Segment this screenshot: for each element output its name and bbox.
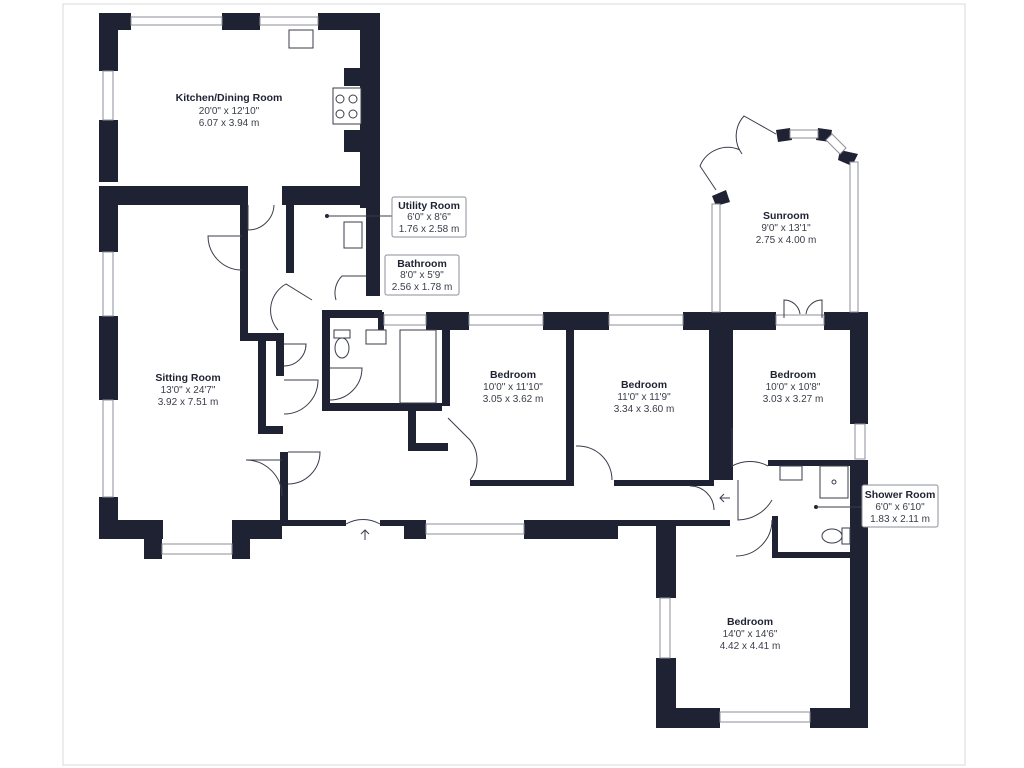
shower-room-metric: 1.83 x 2.11 m bbox=[870, 514, 930, 525]
sink-icon bbox=[288, 29, 314, 49]
sunroom-doors bbox=[699, 115, 823, 318]
hob-icon bbox=[332, 87, 362, 125]
bedroom-2-label: Bedroom bbox=[621, 379, 667, 391]
shower-drain-icon bbox=[831, 479, 837, 485]
entrance-arrow-icon bbox=[360, 529, 370, 540]
kitchen-metric: 6.07 x 3.94 m bbox=[199, 118, 260, 129]
sunroom-walls bbox=[712, 128, 858, 206]
bedroom-3-imperial: 10'0" x 10'8" bbox=[766, 382, 821, 393]
sitting-room-windows bbox=[102, 251, 233, 555]
bedroom-4-metric: 4.42 x 4.41 m bbox=[720, 641, 781, 652]
bedroom-2-metric: 3.34 x 3.60 m bbox=[614, 404, 675, 415]
hallway-walls bbox=[280, 452, 730, 539]
bedroom-4-imperial: 14'0" x 14'6" bbox=[723, 629, 778, 640]
shower-room-walls bbox=[768, 460, 868, 558]
sink-icon bbox=[779, 465, 803, 481]
bedroom-1-imperial: 10'0" x 11'10" bbox=[483, 382, 543, 393]
sitting-room-imperial: 13'0" x 24'7" bbox=[161, 385, 216, 396]
utility-room-label: Utility Room bbox=[398, 200, 460, 212]
kitchen-windows bbox=[102, 16, 319, 121]
bedroom-1-label: Bedroom bbox=[490, 369, 536, 381]
bedroom-3-label: Bedroom bbox=[770, 369, 816, 381]
bedroom-1-metric: 3.05 x 3.62 m bbox=[483, 394, 544, 405]
shower-room-imperial: 6'0" x 6'10" bbox=[875, 502, 925, 513]
bathroom-imperial: 8'0" x 5'9" bbox=[400, 270, 444, 281]
shower-room-arrow-icon bbox=[719, 493, 730, 503]
main-bedroom-windows bbox=[659, 597, 811, 723]
plan-border bbox=[62, 3, 966, 766]
sunroom-windows bbox=[711, 129, 859, 313]
main-bedroom-walls bbox=[656, 526, 868, 728]
bedroom-row-walls bbox=[442, 312, 868, 486]
sitting-room-metric: 3.92 x 7.51 m bbox=[158, 397, 219, 408]
kitchen-label: Kitchen/Dining Room bbox=[176, 92, 283, 104]
bathroom-window bbox=[383, 314, 427, 326]
sitting-room-walls bbox=[99, 205, 284, 559]
utility-room-imperial: 6'0" x 8'6" bbox=[407, 212, 451, 223]
bedroom-2-imperial: 11'0" x 11'9" bbox=[617, 392, 671, 403]
utility-room-callout: Utility Room 6'0" x 8'6" 1.76 x 2.58 m bbox=[325, 196, 467, 238]
sunroom-imperial: 9'0" x 13'1" bbox=[761, 223, 811, 234]
bedroom-3-metric: 3.03 x 3.27 m bbox=[763, 394, 824, 405]
shower-room-label: Shower Room bbox=[865, 489, 936, 501]
bath-icon bbox=[399, 329, 437, 404]
sunroom-metric: 2.75 x 4.00 m bbox=[756, 235, 817, 246]
sink-icon bbox=[365, 329, 387, 345]
kitchen-walls bbox=[99, 13, 380, 208]
interior-doors bbox=[207, 204, 773, 557]
bathroom-label: Bathroom bbox=[397, 258, 447, 270]
bedroom-4-label: Bedroom bbox=[727, 616, 773, 628]
kitchen-imperial: 20'0" x 12'10" bbox=[199, 106, 260, 117]
bathroom-metric: 2.56 x 1.78 m bbox=[392, 282, 453, 293]
bathroom-callout: Bathroom 8'0" x 5'9" 2.56 x 1.78 m bbox=[384, 254, 460, 296]
hallway-window bbox=[425, 523, 525, 535]
sunroom-label: Sunroom bbox=[763, 210, 809, 222]
toilet-icon bbox=[333, 329, 351, 359]
sitting-room-label: Sitting Room bbox=[155, 372, 220, 384]
shower-room-callout: Shower Room 6'0" x 6'10" 1.83 x 2.11 m bbox=[814, 484, 939, 528]
toilet-icon bbox=[821, 527, 851, 545]
bedroom-row-windows bbox=[468, 314, 866, 460]
utility-walls bbox=[286, 205, 448, 451]
utility-room-metric: 1.76 x 2.58 m bbox=[399, 224, 460, 235]
sink-icon bbox=[343, 221, 363, 249]
